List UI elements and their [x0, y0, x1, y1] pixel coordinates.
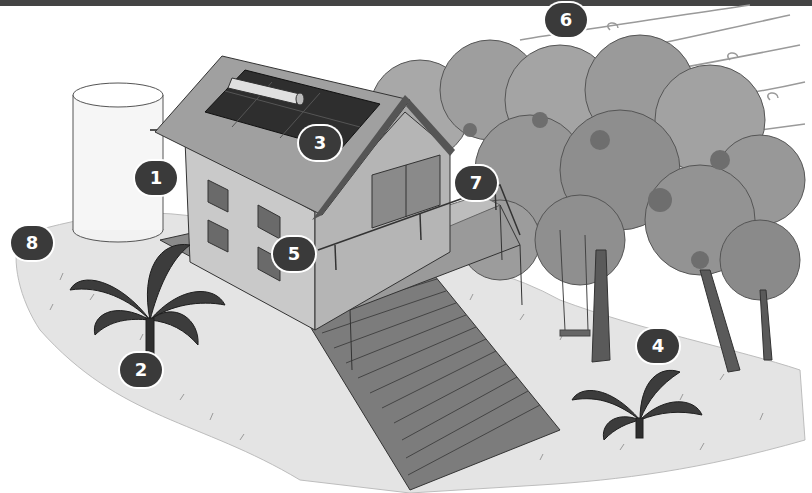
- callout-number: 7: [455, 166, 497, 200]
- callout-number: 2: [120, 353, 162, 387]
- callout-number: 8: [11, 226, 53, 260]
- callout-number: 6: [545, 3, 587, 37]
- callout-number: 3: [299, 126, 341, 160]
- callout-number: 1: [135, 161, 177, 195]
- callout-number: 4: [637, 329, 679, 363]
- callout-number: 5: [273, 237, 315, 271]
